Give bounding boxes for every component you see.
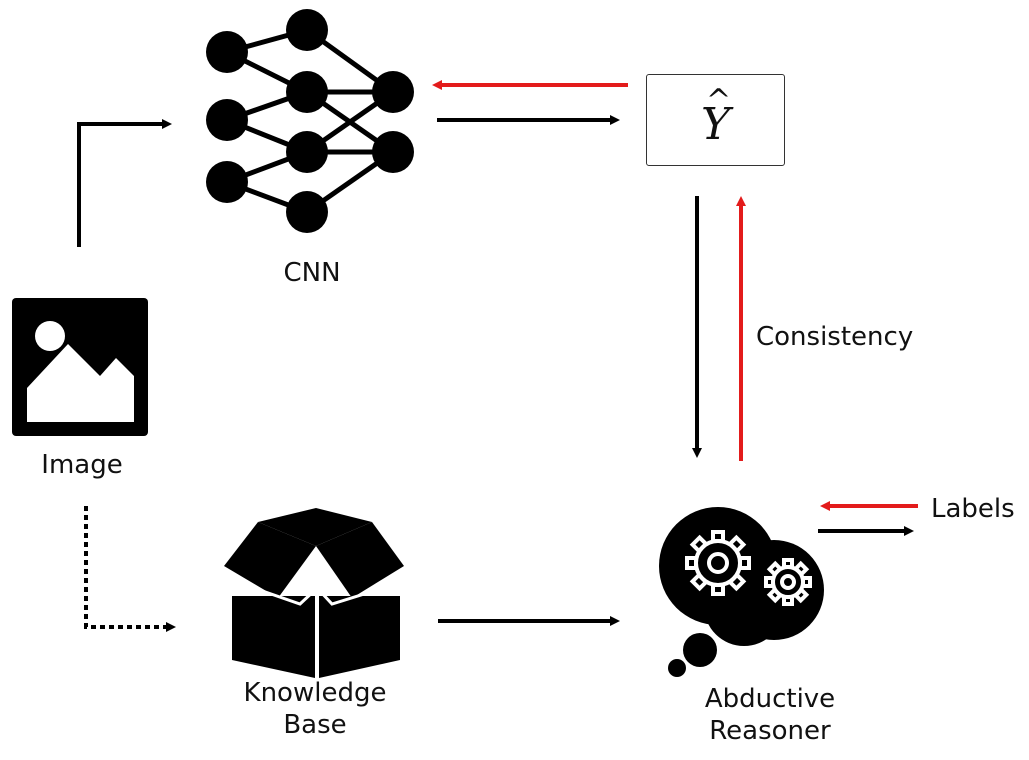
arrow-image-to-cnn — [77, 119, 172, 247]
neural-network-icon — [206, 9, 414, 233]
consistency-label: Consistency — [756, 322, 914, 352]
knowledge-base-label-line2: Base — [283, 709, 347, 740]
box-icon — [224, 508, 404, 678]
abductive-reasoner-label-line1: Abductive — [704, 684, 836, 714]
abductive-reasoner-label-line2: Reasoner — [709, 715, 831, 746]
cnn-label: CNN — [283, 258, 341, 288]
image-label: Image — [41, 450, 123, 480]
image-icon — [12, 298, 148, 436]
knowledge-base-label-line1: Knowledge — [243, 678, 387, 708]
prediction-hat: ^ — [706, 83, 732, 118]
labels-label: Labels — [931, 494, 1015, 524]
abductive-reasoner-label: Abductive Reasoner — [660, 684, 880, 747]
prediction-symbol: Y — [700, 98, 731, 150]
knowledge-base-label: Knowledge Base — [210, 678, 420, 741]
arrow-image-to-knowledge-base — [84, 506, 176, 632]
prediction-box: Y ^ — [646, 74, 785, 166]
thinking-gears-icon — [659, 507, 824, 677]
